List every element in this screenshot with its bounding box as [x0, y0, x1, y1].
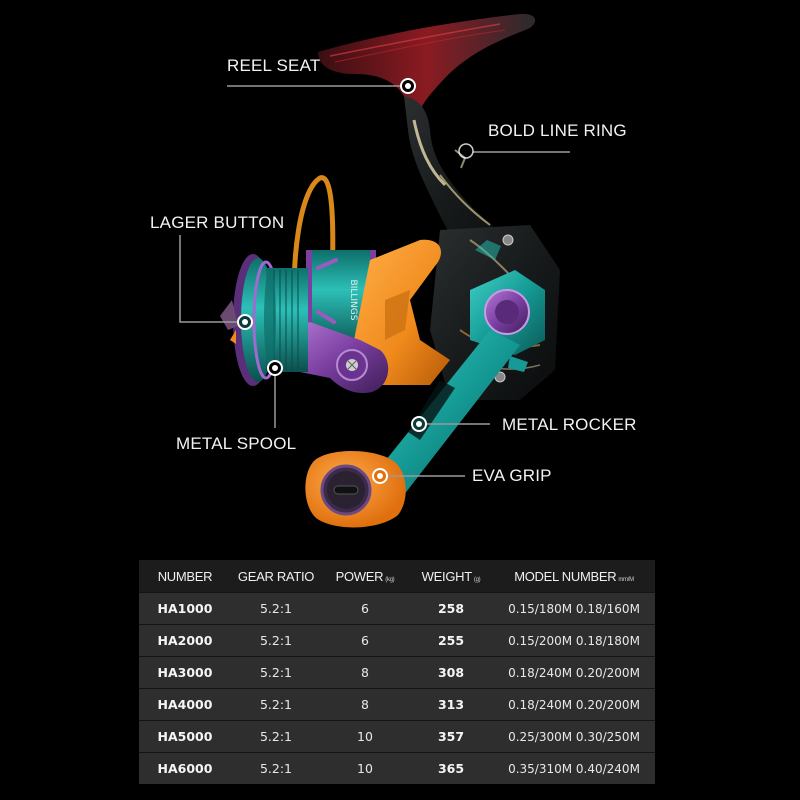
header-gear-ratio-label: GEAR RATIO [237, 568, 315, 584]
product-illustration: BILLINGS [150, 13, 637, 528]
eva-grip-part [305, 451, 406, 528]
header-model-number-label: MODEL NUMBER [514, 568, 617, 584]
cell-power: 6 [321, 592, 409, 625]
table-row: HA2000 5.2:1 6 255 0.15/200M 0.18/180M [139, 624, 655, 657]
header-power: POWER(kg) [321, 560, 409, 593]
fishing-reel-image: BILLINGS [179, 13, 570, 528]
cell-gear-ratio: 5.2:1 [231, 688, 321, 721]
cell-number: HA2000 [139, 624, 231, 657]
header-number-label: NUMBER [157, 568, 213, 584]
cell-power: 10 [321, 752, 409, 784]
callout-metal-spool: METAL SPOOL [176, 434, 297, 453]
cell-weight: 255 [409, 624, 493, 657]
table-row: HA4000 5.2:1 8 313 0.18/240M 0.20/200M [139, 688, 655, 721]
cell-line-capacity: 0.18/240M 0.20/200M [493, 656, 655, 689]
callout-eva-grip: EVA GRIP [472, 466, 552, 485]
cell-line-capacity: 0.18/240M 0.20/200M [493, 688, 655, 721]
cell-weight: 258 [409, 592, 493, 625]
table-row: HA5000 5.2:1 10 357 0.25/300M 0.30/250M [139, 720, 655, 753]
header-power-label: POWER [335, 568, 384, 584]
table-row: HA1000 5.2:1 6 258 0.15/180M 0.18/160M [139, 592, 655, 625]
cell-number: HA4000 [139, 688, 231, 721]
table-row: HA3000 5.2:1 8 308 0.18/240M 0.20/200M [139, 656, 655, 689]
cell-line-capacity: 0.15/180M 0.18/160M [493, 592, 655, 625]
cell-weight: 308 [409, 656, 493, 689]
spec-table: NUMBER GEAR RATIO POWER(kg) WEIGHT(g) MO… [139, 560, 655, 784]
header-gear-ratio: GEAR RATIO [231, 560, 321, 593]
reel-seat-marker-icon [400, 78, 416, 94]
spec-table-body: HA1000 5.2:1 6 258 0.15/180M 0.18/160M H… [139, 592, 655, 784]
cell-gear-ratio: 5.2:1 [231, 720, 321, 753]
cell-line-capacity: 0.25/300M 0.30/250M [493, 720, 655, 753]
cell-gear-ratio: 5.2:1 [231, 656, 321, 689]
bail-arm [288, 322, 389, 394]
cell-number: HA1000 [139, 592, 231, 625]
callout-lines [179, 85, 570, 477]
cell-power: 8 [321, 688, 409, 721]
lager-button-leader [179, 235, 238, 323]
brand-mark: BILLINGS [348, 280, 358, 321]
cell-number: HA6000 [139, 752, 231, 784]
lager-button-marker-icon [237, 314, 253, 330]
metal-rocker-marker-icon [411, 416, 427, 432]
cell-gear-ratio: 5.2:1 [231, 592, 321, 625]
metal-spool-part [220, 254, 308, 386]
cell-power: 6 [321, 624, 409, 657]
cell-gear-ratio: 5.2:1 [231, 624, 321, 657]
callout-reel-seat: REEL SEAT [227, 56, 321, 75]
header-weight-unit: (g) [473, 576, 481, 583]
cell-number: HA3000 [139, 656, 231, 689]
cell-weight: 357 [409, 720, 493, 753]
cell-gear-ratio: 5.2:1 [231, 752, 321, 784]
cell-power: 8 [321, 656, 409, 689]
header-power-unit: (kg) [385, 576, 395, 583]
cell-power: 10 [321, 720, 409, 753]
metal-spool-marker-icon [267, 360, 283, 376]
cell-line-capacity: 0.15/200M 0.18/180M [493, 624, 655, 657]
callout-lager-button: LAGER BUTTON [150, 213, 285, 232]
header-number: NUMBER [139, 560, 231, 593]
cell-line-capacity: 0.35/310M 0.40/240M [493, 752, 655, 784]
eva-grip-marker-icon [372, 468, 388, 484]
line-ring-marker-icon [458, 143, 474, 159]
reel-seat-part [318, 13, 536, 111]
header-weight: WEIGHT(g) [409, 560, 493, 593]
cell-weight: 365 [409, 752, 493, 784]
table-row: HA6000 5.2:1 10 365 0.35/310M 0.40/240M [139, 752, 655, 784]
header-model-number-unit: mm/M [618, 576, 634, 583]
callout-markers [237, 78, 474, 484]
callout-bold-line-ring: BOLD LINE RING [488, 121, 627, 140]
cell-number: HA5000 [139, 720, 231, 753]
callout-metal-rocker: METAL ROCKER [502, 415, 637, 434]
spec-table-header: NUMBER GEAR RATIO POWER(kg) WEIGHT(g) MO… [139, 560, 655, 593]
cell-weight: 313 [409, 688, 493, 721]
header-weight-label: WEIGHT [421, 568, 473, 584]
